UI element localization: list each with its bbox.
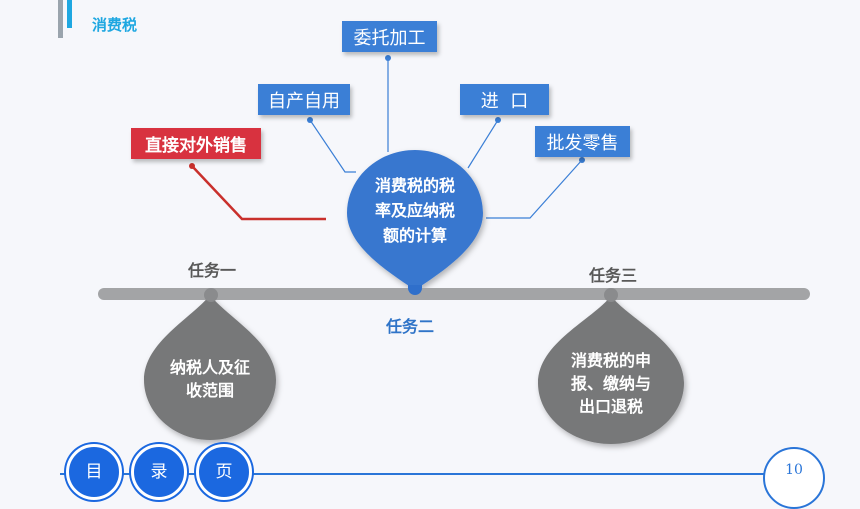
footer-line <box>60 473 780 475</box>
center-topic-line2: 率及应纳税 <box>374 201 455 220</box>
task3-drop <box>538 296 684 444</box>
nav-record-button[interactable]: 录 <box>131 444 187 500</box>
section-title: 消费税 <box>92 16 138 34</box>
page-number: 10 <box>763 447 825 509</box>
center-topic-text: 消费税的税 率及应纳税 额的计算 <box>352 173 478 248</box>
seesaw-bar <box>98 288 810 300</box>
task2-pivot <box>408 285 422 295</box>
tag-self-use: 自产自用 <box>258 84 350 115</box>
center-topic-line3: 额的计算 <box>382 226 447 245</box>
task1-line2: 收范围 <box>185 381 234 400</box>
task1-label: 任务一 <box>188 261 237 280</box>
tag-direct-sale: 直接对外销售 <box>131 128 261 159</box>
task3-line2: 报、缴纳与 <box>570 374 651 393</box>
connector-dots <box>307 55 585 163</box>
red-connector-dot <box>189 163 195 169</box>
diagram-graphics <box>144 55 684 444</box>
center-topic-drop <box>347 150 483 290</box>
center-topic-line1: 消费税的税 <box>374 176 455 195</box>
nav-page-button[interactable]: 页 <box>196 444 252 500</box>
header-accent-bar-gray <box>58 0 63 38</box>
tag-entrusted-processing: 委托加工 <box>342 21 437 52</box>
tag-import: 进 口 <box>460 84 549 115</box>
task3-line3: 出口退税 <box>578 397 643 416</box>
task1-pivot <box>204 288 218 302</box>
tag-wholesale-retail: 批发零售 <box>535 126 630 157</box>
connector-lines <box>309 58 583 219</box>
header-accent-bar-blue <box>67 0 72 28</box>
task1-text: 纳税人及征 收范围 <box>148 356 272 402</box>
task1-drop <box>144 295 276 440</box>
task3-pivot <box>604 288 618 302</box>
task3-text: 消费税的申 报、缴纳与 出口退税 <box>543 349 679 418</box>
task3-line1: 消费税的申 <box>570 351 651 370</box>
task2-label: 任务二 <box>386 317 435 336</box>
nav-contents-button[interactable]: 目 <box>66 444 122 500</box>
task3-label: 任务三 <box>589 266 638 285</box>
red-connector-line <box>191 165 326 221</box>
task1-line1: 纳税人及征 <box>169 358 250 377</box>
